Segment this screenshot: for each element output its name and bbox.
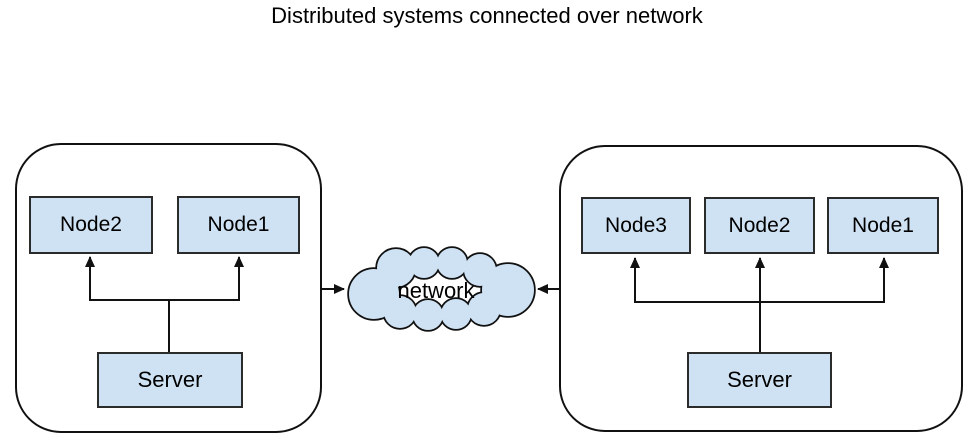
left-system-container bbox=[15, 143, 322, 433]
left-server-box: Server bbox=[97, 352, 243, 408]
left-node2-box: Node2 bbox=[29, 196, 153, 254]
right-node3-box: Node3 bbox=[581, 197, 691, 254]
right-node2-box: Node2 bbox=[704, 197, 815, 254]
diagram-title: Distributed systems connected over netwo… bbox=[271, 3, 703, 28]
right-node1-box: Node1 bbox=[827, 197, 939, 254]
right-system-container bbox=[559, 145, 963, 432]
right-server-box: Server bbox=[687, 352, 832, 408]
network-cloud-label: network bbox=[397, 278, 475, 303]
left-node1-box: Node1 bbox=[177, 196, 300, 254]
